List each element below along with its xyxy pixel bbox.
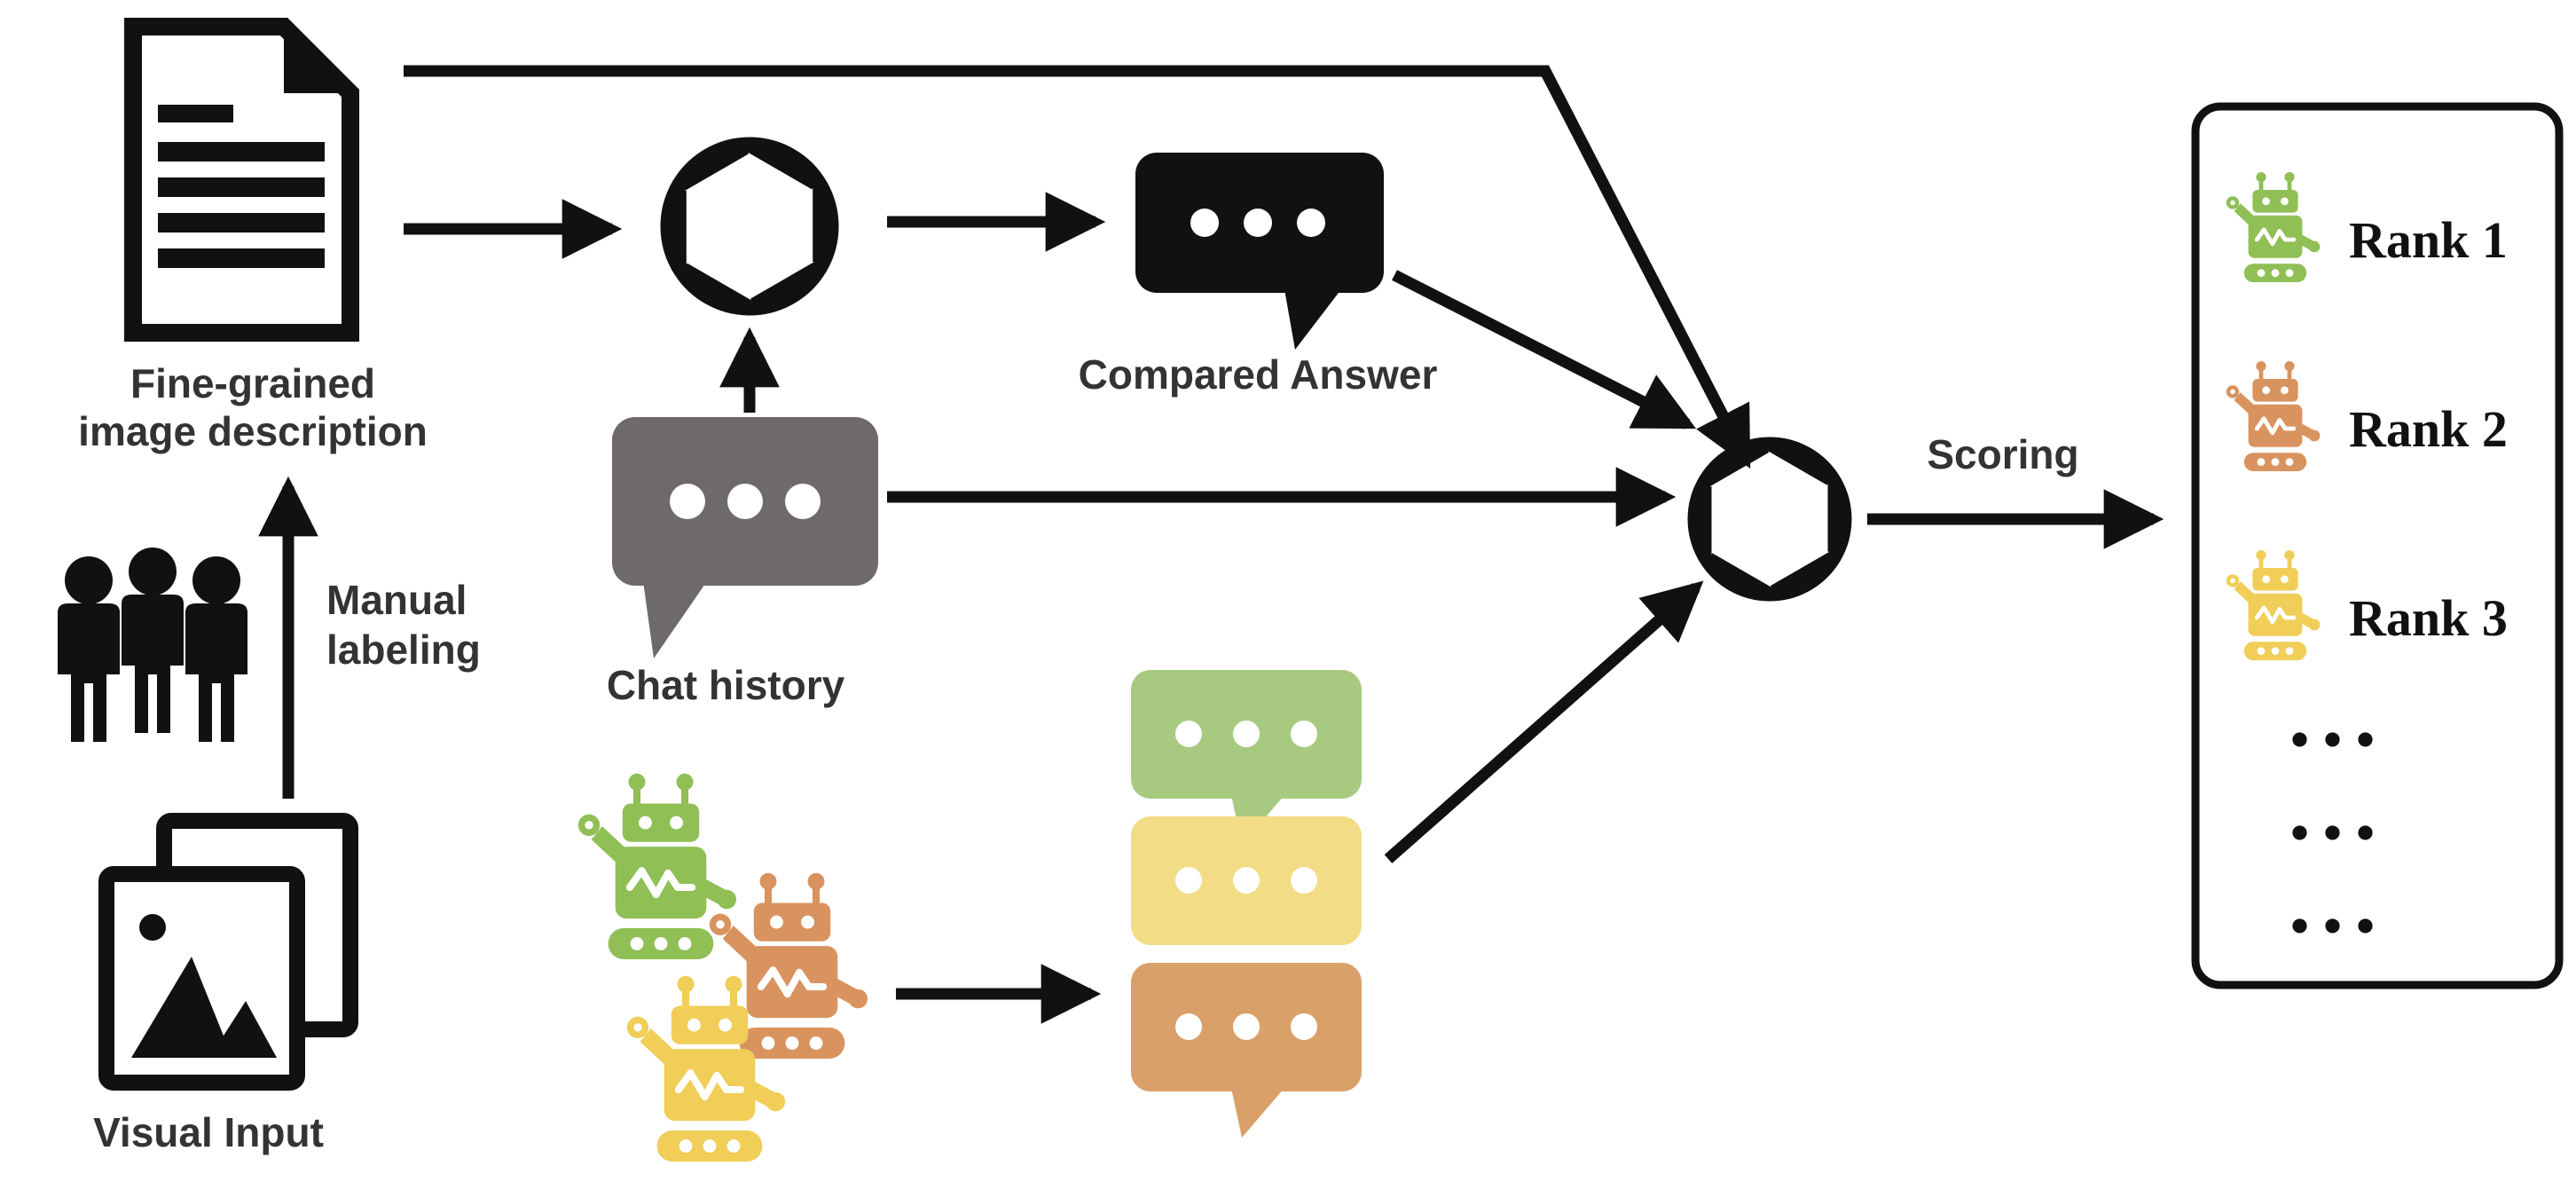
openai-knot-icon-generator xyxy=(643,124,855,328)
rank1-label: Rank 1 xyxy=(2349,211,2508,269)
manual-labeling-label-line1: Manual xyxy=(326,577,467,623)
chat-history-label: Chat history xyxy=(607,662,845,708)
rank2-label: Rank 2 xyxy=(2349,400,2508,458)
arrow-answers-to-scorer xyxy=(1384,580,1704,863)
rank3-label: Rank 3 xyxy=(2349,589,2508,647)
arrow-compared-answer-to-scorer xyxy=(1392,270,1697,429)
group-of-people-icon xyxy=(58,548,247,742)
chat-history-bubble-icon xyxy=(612,417,878,658)
arrow-description-to-scorer xyxy=(404,65,1751,469)
compared-answer-bubble-icon xyxy=(1135,153,1384,350)
answer-bubble-orange-icon xyxy=(1131,963,1362,1138)
more-ranks-ellipsis-2: ... xyxy=(2289,760,2387,858)
compared-answer-label: Compared Answer xyxy=(1079,351,1438,398)
fine-grained-label-line2: image description xyxy=(78,408,428,454)
more-ranks-ellipsis-3: ... xyxy=(2289,853,2387,951)
answer-bubble-yellow-icon xyxy=(1131,816,1362,945)
rank-row-3: Rank 3 xyxy=(2227,550,2508,660)
scoring-label: Scoring xyxy=(1927,431,2078,477)
photos-stack-icon xyxy=(98,813,358,1091)
rank-row-2: Rank 2 xyxy=(2227,361,2508,471)
document-icon xyxy=(124,18,359,342)
more-ranks-ellipsis-1: ... xyxy=(2289,666,2387,765)
fine-grained-label-line1: Fine-grained xyxy=(130,360,375,406)
manual-labeling-label-line2: labeling xyxy=(326,626,481,673)
ranking-box: Rank 1 Rank 2 Rank 3 ... ... ... xyxy=(2191,102,2564,989)
openai-knot-icon-scorer xyxy=(1672,425,1867,613)
visual-input-label: Visual Input xyxy=(93,1109,324,1155)
rank-row-1: Rank 1 xyxy=(2227,172,2508,282)
